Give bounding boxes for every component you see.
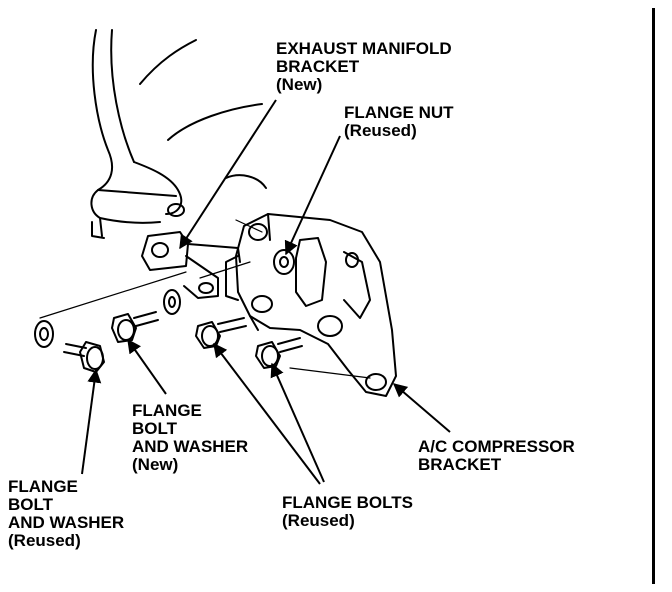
label-line: FLANGE bbox=[8, 477, 78, 496]
label-line: BOLT bbox=[8, 495, 54, 514]
flange-nut bbox=[273, 249, 295, 275]
label-line: EXHAUST MANIFOLD bbox=[276, 39, 452, 58]
arrow-ac-compressor-bracket bbox=[392, 383, 451, 433]
flange-bolt-upper bbox=[195, 317, 247, 349]
label-line: FLANGE BOLTS bbox=[282, 493, 413, 512]
label-line: FLANGE bbox=[132, 401, 202, 420]
arrow-flange-bolt-new bbox=[127, 338, 167, 395]
exhaust-manifold bbox=[90, 29, 267, 239]
ac-compressor-bracket bbox=[225, 213, 397, 397]
label-line: A/C COMPRESSOR bbox=[418, 437, 575, 456]
arrow-flange-nut bbox=[284, 135, 341, 256]
label-flange-bolt-washer-new: FLANGE BOLT AND WASHER (New) bbox=[132, 402, 248, 474]
label-line: BOLT bbox=[132, 419, 178, 438]
label-line: (Reused) bbox=[8, 531, 81, 550]
label-flange-bolts: FLANGE BOLTS (Reused) bbox=[282, 494, 413, 530]
label-line: (Reused) bbox=[282, 511, 355, 530]
flange-bolt-reused bbox=[63, 341, 105, 373]
arrow-flange-bolt-upper bbox=[213, 342, 321, 485]
arrow-exhaust-manifold-bracket bbox=[179, 99, 277, 250]
flange-bolt-lower bbox=[255, 337, 303, 369]
label-line: (Reused) bbox=[344, 121, 417, 140]
label-flange-nut: FLANGE NUT (Reused) bbox=[344, 104, 454, 140]
label-line: BRACKET bbox=[418, 455, 502, 474]
label-exhaust-manifold-bracket: EXHAUST MANIFOLD BRACKET (New) bbox=[276, 40, 452, 94]
flange-bolt-new bbox=[111, 311, 159, 343]
washer-reused bbox=[34, 320, 54, 348]
label-flange-bolt-washer-reused: FLANGE BOLT AND WASHER (Reused) bbox=[8, 478, 124, 550]
label-ac-compressor-bracket: A/C COMPRESSOR BRACKET bbox=[418, 438, 575, 474]
arrow-flange-bolt-reused bbox=[81, 368, 102, 475]
label-line: AND WASHER bbox=[132, 437, 249, 456]
label-line: (New) bbox=[276, 75, 323, 94]
arrow-flange-bolt-lower bbox=[270, 362, 325, 483]
label-line: (New) bbox=[132, 455, 179, 474]
label-line: BRACKET bbox=[276, 57, 360, 76]
label-line: AND WASHER bbox=[8, 513, 125, 532]
label-line: FLANGE NUT bbox=[344, 103, 454, 122]
page-margin-rule bbox=[652, 8, 655, 584]
washer-new bbox=[163, 289, 181, 315]
